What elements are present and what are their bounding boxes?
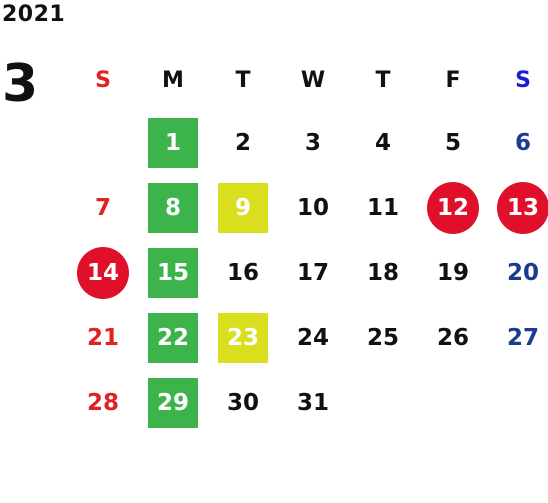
calendar-day[interactable]: 13 — [488, 175, 548, 240]
calendar-day[interactable]: 31 — [278, 370, 348, 435]
calendar-day-number: 19 — [436, 259, 469, 286]
calendar-day[interactable]: 18 — [348, 240, 418, 305]
calendar-day-number: 4 — [374, 129, 391, 156]
calendar-day-number: 21 — [86, 324, 119, 351]
calendar-day[interactable]: 15 — [138, 240, 208, 305]
calendar-day-number: 16 — [226, 259, 259, 286]
calendar-day-number: 26 — [436, 324, 469, 351]
calendar-day[interactable]: 28 — [68, 370, 138, 435]
calendar-day[interactable]: 12 — [418, 175, 488, 240]
calendar-day-number: 24 — [296, 324, 329, 351]
calendar-day-number: 9 — [218, 182, 268, 233]
calendar-day-number: 18 — [366, 259, 399, 286]
weekday-header-wednesday: W — [300, 67, 326, 93]
calendar-day[interactable]: 21 — [68, 305, 138, 370]
calendar-day-number: 12 — [427, 181, 479, 234]
weekday-header-tuesday: T — [235, 67, 251, 93]
calendar-day[interactable]: 26 — [418, 305, 488, 370]
calendar-day-number: 11 — [366, 194, 399, 221]
calendar-day-number: 30 — [226, 389, 259, 416]
calendar-day[interactable]: 8 — [138, 175, 208, 240]
calendar-day[interactable]: 29 — [138, 370, 208, 435]
calendar-day-number: 15 — [148, 247, 198, 298]
calendar-day[interactable]: 1 — [138, 110, 208, 175]
calendar-day[interactable]: 20 — [488, 240, 548, 305]
calendar-day-number: 27 — [506, 324, 539, 351]
calendar-day[interactable]: 11 — [348, 175, 418, 240]
weekday-header-sunday: S — [95, 67, 111, 93]
calendar-day-number: 28 — [86, 389, 119, 416]
calendar-day-number: 1 — [148, 117, 198, 168]
calendar-day[interactable]: 4 — [348, 110, 418, 175]
calendar-day[interactable]: 2 — [208, 110, 278, 175]
calendar-day[interactable]: 10 — [278, 175, 348, 240]
calendar-day-number: 5 — [444, 129, 461, 156]
calendar-day[interactable]: 14 — [68, 240, 138, 305]
calendar-day-number: 8 — [148, 182, 198, 233]
calendar-day-number: 14 — [77, 246, 129, 299]
calendar-year: 2021 — [2, 2, 66, 27]
calendar-empty-cell — [488, 370, 548, 435]
weekday-header-monday: M — [162, 67, 184, 93]
calendar-day[interactable]: 3 — [278, 110, 348, 175]
weekday-header-friday: F — [445, 67, 461, 93]
calendar-day[interactable]: 23 — [208, 305, 278, 370]
calendar-day-number: 20 — [506, 259, 539, 286]
calendar-day-number: 31 — [296, 389, 329, 416]
calendar-day-number: 2 — [234, 129, 251, 156]
calendar-day[interactable]: 17 — [278, 240, 348, 305]
weekday-header-saturday: S — [515, 67, 531, 93]
calendar-day[interactable]: 22 — [138, 305, 208, 370]
calendar-month: 3 — [2, 54, 39, 114]
calendar-day-number: 17 — [296, 259, 329, 286]
calendar-day[interactable]: 16 — [208, 240, 278, 305]
calendar-day-number: 6 — [514, 129, 531, 156]
calendar-day-number: 22 — [148, 312, 198, 363]
weekday-header-thursday: T — [375, 67, 391, 93]
calendar-day-number: 23 — [218, 312, 268, 363]
calendar-day-number: 25 — [366, 324, 399, 351]
calendar-day[interactable]: 24 — [278, 305, 348, 370]
calendar-day-number: 7 — [94, 194, 111, 221]
calendar-empty-cell — [68, 110, 138, 175]
calendar-empty-cell — [348, 370, 418, 435]
calendar-day[interactable]: 9 — [208, 175, 278, 240]
calendar-day[interactable]: 19 — [418, 240, 488, 305]
calendar-day[interactable]: 7 — [68, 175, 138, 240]
calendar-day[interactable]: 30 — [208, 370, 278, 435]
calendar-day-number: 3 — [304, 129, 321, 156]
calendar-day[interactable]: 27 — [488, 305, 548, 370]
calendar-day-number: 10 — [296, 194, 329, 221]
calendar-day[interactable]: 5 — [418, 110, 488, 175]
calendar-empty-cell — [418, 370, 488, 435]
calendar-day[interactable]: 25 — [348, 305, 418, 370]
calendar-day-number: 13 — [497, 181, 548, 234]
calendar-day-number: 29 — [148, 377, 198, 428]
calendar-day[interactable]: 6 — [488, 110, 548, 175]
